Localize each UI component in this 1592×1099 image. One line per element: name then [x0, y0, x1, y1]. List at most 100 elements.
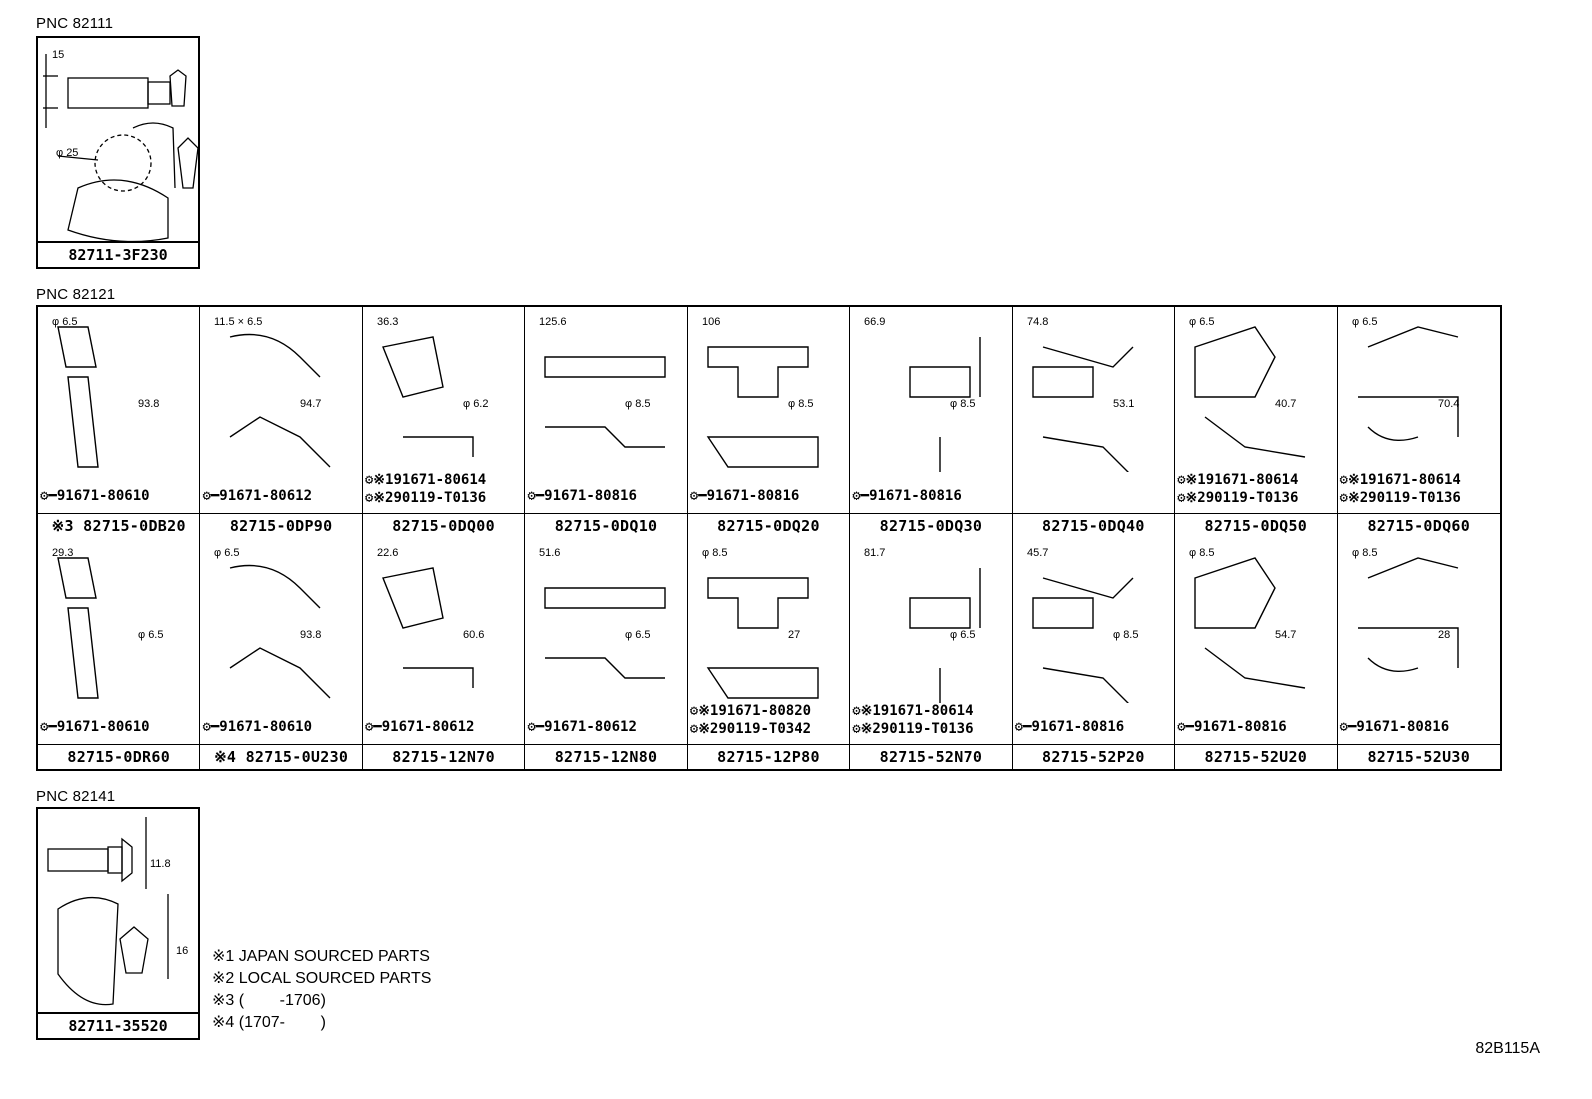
- part-number: 82715-0DQ40: [1012, 513, 1175, 538]
- bolt-callout: ⚙※191671-80614⚙※290119-T0136: [1340, 471, 1461, 507]
- dimension-label: φ 6.5: [52, 316, 77, 328]
- bolt-part-number: ⚙━91671-80610: [40, 488, 150, 504]
- bolt-part-number: ⚙━91671-80612: [527, 719, 637, 735]
- dimension-label: 94.7: [300, 398, 321, 410]
- part-number: 82715-12P80: [687, 744, 850, 769]
- note-2: ※2 LOCAL SOURCED PARTS: [212, 970, 432, 987]
- bracket-outline: [1031, 577, 1134, 703]
- part-number: 82715-0DQ60: [1337, 513, 1500, 538]
- bolt-callout: ⚙━91671-80816: [1340, 718, 1450, 736]
- bolt-callout: ⚙━91671-80612: [527, 718, 637, 736]
- dimension-label: φ 6.5: [1352, 316, 1377, 328]
- part-number: 82715-0DQ00: [362, 513, 525, 538]
- part-number: ※4 82715-0U230: [200, 744, 362, 769]
- bolt-callout: ⚙※191671-80614⚙※290119-T0136: [1177, 471, 1298, 507]
- bolt-part-number: ⚙※290119-T0136: [364, 490, 487, 506]
- part-number: 82715-0DQ20: [687, 513, 850, 538]
- dimension-label: 22.6: [377, 547, 398, 559]
- bolt-part-number: ⚙━91671-80612: [364, 719, 475, 735]
- note-3: ※3 ( -1706): [212, 992, 326, 1009]
- bracket-drawing: φ 8.554.7: [1189, 547, 1306, 689]
- bracket-outline: [1357, 557, 1459, 672]
- bracket-drawing: φ 6.570.4: [1352, 316, 1459, 441]
- bolt-part-number: ⚙━91671-80816: [1339, 719, 1450, 735]
- bracket-outline: [706, 346, 819, 468]
- bracket-drawing: 74.853.1: [1027, 316, 1134, 472]
- part-box-82711-3F230[interactable]: 15 φ 25 82711-3F230: [36, 36, 200, 269]
- part-number: 82715-52N70: [850, 744, 1012, 769]
- bolt-callout: ⚙━91671-80816: [527, 487, 637, 505]
- dimension-label: 93.8: [138, 398, 159, 410]
- bracket-outline: [57, 326, 99, 468]
- bolt-callout: ⚙※191671-80820⚙※290119-T0342: [690, 702, 811, 738]
- bracket-outline: [381, 567, 474, 688]
- bolt-part-number: ⚙※191671-80614: [364, 472, 487, 488]
- bolt-callout: ⚙※191671-80614 ⚙※290119-T0136: [365, 471, 486, 507]
- part-number: 82711-3F230: [38, 241, 198, 267]
- bracket-outline: [230, 564, 331, 699]
- part-number: 82715-12N80: [525, 744, 687, 769]
- bracket-drawing: 36.3φ 6.2: [377, 316, 488, 457]
- bracket-drawing: 29.3φ 6.5: [52, 547, 163, 699]
- bolt-part-number: ⚙━91671-80816: [1014, 719, 1125, 735]
- bracket-drawing: φ 8.528: [1352, 547, 1459, 672]
- part-box-82711-35520[interactable]: 11.8 16 82711-35520: [36, 807, 200, 1040]
- bolt-callout: ⚙━91671-80612: [202, 487, 312, 505]
- bolt-part-number: ⚙━91671-80612: [202, 488, 313, 504]
- bracket-outline: [909, 337, 981, 472]
- dimension-label: φ 6.5: [625, 629, 650, 641]
- bolt-callout: ⚙━91671-80610: [40, 487, 150, 505]
- bracket-drawing: φ 8.527: [702, 547, 819, 699]
- dimension-label: φ 8.5: [625, 398, 650, 410]
- part-number: 82715-0DR60: [38, 744, 200, 769]
- dimension-label: φ 8.5: [1352, 547, 1377, 559]
- bracket-outline: [230, 333, 331, 468]
- bolt-callout: ⚙━91671-80816: [852, 487, 962, 505]
- bolt-part-number: ⚙━91671-80816: [1177, 719, 1287, 735]
- pnc-82141-label: PNC 82141: [36, 788, 116, 805]
- dimension-label: φ 6.5: [1189, 316, 1214, 328]
- bolt-part-number: ⚙※290119-T0136: [1177, 490, 1299, 506]
- bracket-outline: [1194, 557, 1306, 689]
- dimension-label: 36.3: [377, 316, 398, 328]
- bolt-callout: ⚙━91671-80612: [365, 718, 475, 736]
- bracket-drawing: 125.6φ 8.5: [539, 316, 667, 448]
- dimension-label: 93.8: [300, 629, 321, 641]
- pnc-82111-label: PNC 82111: [36, 15, 114, 32]
- bracket-drawing: 22.660.6: [377, 547, 484, 688]
- part-number: 82711-35520: [38, 1012, 198, 1038]
- dimension-label: 27: [788, 629, 800, 641]
- dimension-label: φ 6.5: [138, 629, 163, 641]
- bolt-callout: ⚙━91671-80610: [202, 718, 312, 736]
- bolt-part-number: ⚙※290119-T0136: [1339, 490, 1461, 506]
- part-number: 82715-52U30: [1337, 744, 1500, 769]
- bolt-part-number: ⚙━91671-80816: [689, 488, 800, 504]
- figure-reference: 82B115A: [1475, 1040, 1540, 1057]
- bracket-drawing: 11.5 × 6.5 94.7: [214, 316, 331, 468]
- bolt-part-number: ⚙※191671-80820: [689, 703, 812, 719]
- dimension-label: φ 8.5: [950, 398, 975, 410]
- footnotes: ※1 JAPAN SOURCED PARTS ※2 LOCAL SOURCED …: [212, 946, 431, 1034]
- part-number: 82715-0DQ10: [525, 513, 687, 538]
- dimension-label: 11.5 × 6.5: [214, 316, 262, 328]
- bracket-outline: [909, 568, 981, 703]
